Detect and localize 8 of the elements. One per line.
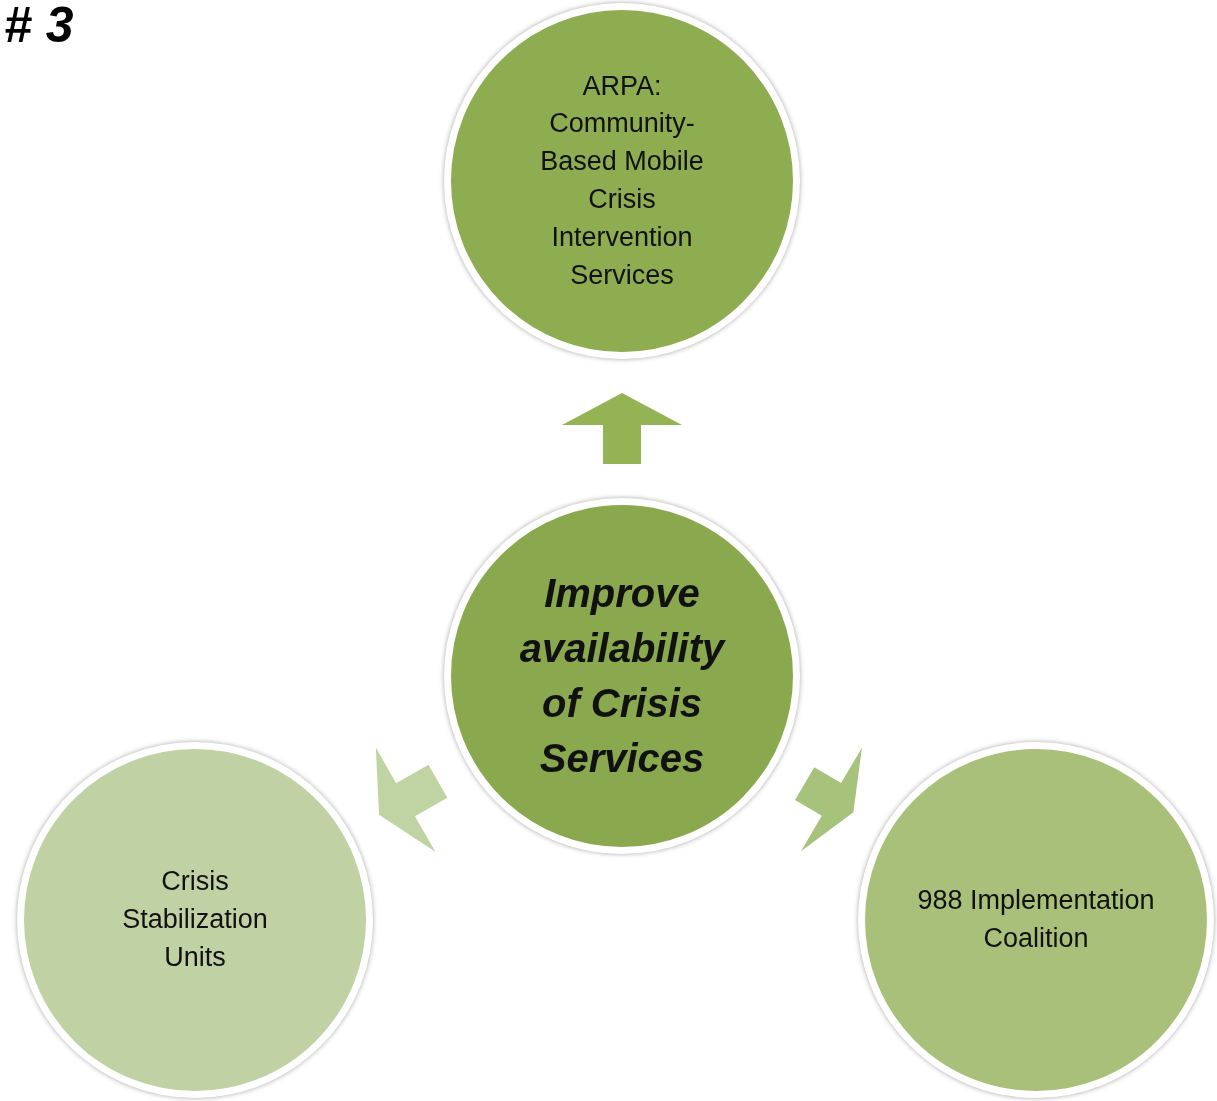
- block-arrow: [795, 747, 862, 852]
- node-label: ARPA: Community-Based Mobile Crisis Intervention Services: [539, 69, 705, 292]
- node-label: 988 Implementation Coalition: [916, 884, 1156, 955]
- node-label: Crisis Stabilization Units: [121, 865, 269, 974]
- goal-text: Improve availability of Crisis Services: [518, 569, 727, 783]
- block-arrow: [562, 393, 682, 464]
- title: # 3: [4, 0, 74, 54]
- block-arrow: [375, 747, 448, 852]
